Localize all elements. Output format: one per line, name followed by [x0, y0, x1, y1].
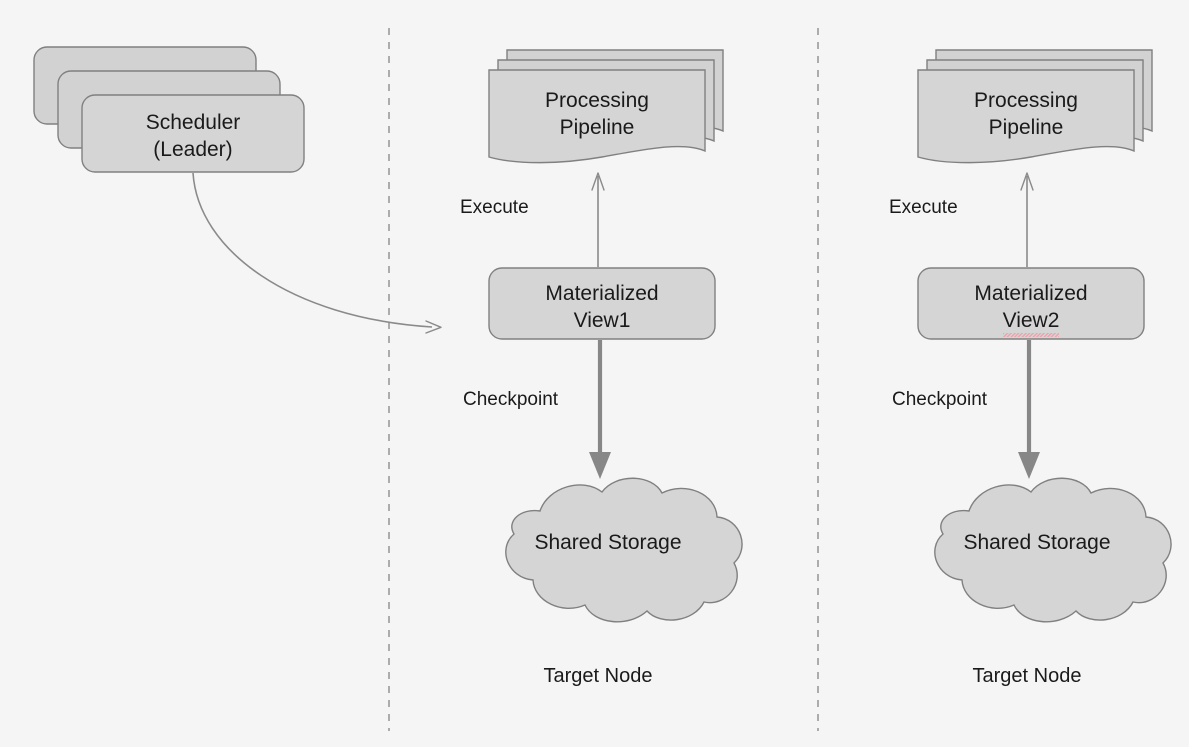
scheduler-box[interactable]	[81, 94, 305, 173]
node-1-cloud-shape[interactable]	[505, 477, 743, 623]
dispatch-curve-path	[192, 172, 433, 328]
node-1-execute-arrow	[591, 172, 605, 267]
node-2-materialized-view-box[interactable]	[917, 267, 1145, 340]
node-1-materialized-view-box[interactable]	[488, 267, 716, 340]
scheduler-stack[interactable]	[33, 46, 305, 173]
node-1-execute-arrow-head	[591, 172, 605, 191]
node-2-checkpoint-arrow	[1018, 340, 1040, 479]
node-2-pipeline-stack[interactable]	[917, 49, 1153, 164]
node-1-checkpoint-arrow-head	[589, 452, 611, 479]
node-1-pipeline-document[interactable]	[488, 69, 706, 164]
node-2-cloud-shape[interactable]	[934, 477, 1172, 623]
dispatch-curved-arrow	[192, 172, 442, 334]
dispatch-arrow-head	[425, 320, 442, 334]
node-2-pipeline-document[interactable]	[917, 69, 1135, 164]
node-1-pipeline-stack[interactable]	[488, 49, 724, 164]
node-1-storage-cloud[interactable]	[505, 477, 743, 623]
node-1-checkpoint-arrow	[589, 340, 611, 479]
node-2-storage-cloud[interactable]	[934, 477, 1172, 623]
node-2-execute-arrow	[1020, 172, 1034, 267]
node-2-execute-arrow-head	[1020, 172, 1034, 191]
node-2-checkpoint-arrow-head	[1018, 452, 1040, 479]
